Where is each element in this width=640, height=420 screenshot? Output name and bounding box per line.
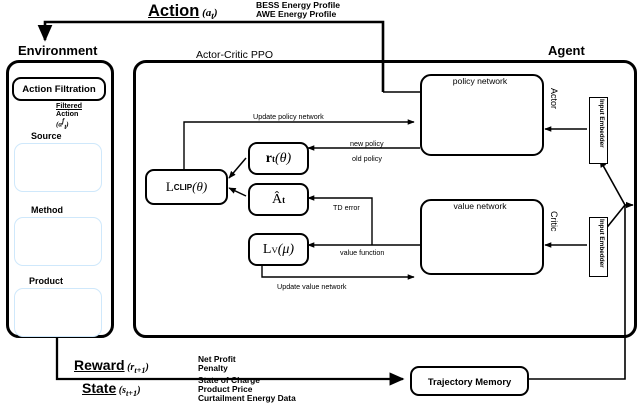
stage-card-source (14, 143, 102, 192)
edge-label-value-function: value function (340, 248, 385, 257)
reward-item: Net Profit (198, 354, 236, 364)
input-embedder-critic-box (589, 217, 608, 277)
state-items: State of Charge Product Price Curtailmen… (198, 375, 296, 404)
agent-title: Agent (548, 43, 585, 58)
reward-title: Reward (rt+1) (74, 357, 149, 375)
action-title: Action (at) (148, 2, 217, 21)
state-item: Product Price (198, 384, 253, 395)
stage-label-method: Method (31, 205, 63, 215)
reward-label: Reward (74, 357, 125, 373)
edge-label-td-error: TD error (333, 203, 360, 212)
input-embedder-actor-label: Input Embedder (598, 99, 605, 148)
value-network-label: value network (453, 201, 507, 211)
stage-card-method (14, 217, 102, 266)
stage-card-product (14, 288, 102, 337)
actor-label: Actor (549, 88, 559, 110)
critic-label: Critic (549, 211, 559, 232)
policy-network-label: policy network (452, 76, 508, 86)
state-item: Curtailment Energy Data (198, 393, 296, 404)
action-label: Action (148, 2, 200, 20)
agent-panel (133, 60, 637, 338)
action-filtration-box[interactable]: Action Filtration (12, 77, 106, 101)
trajectory-memory-box[interactable]: Trajectory Memory (410, 366, 529, 396)
reward-items: Net Profit Penalty (198, 354, 236, 374)
value-network-box (420, 199, 544, 275)
state-title: State (st+1) (82, 380, 141, 398)
action-symbol: (at) (202, 7, 218, 22)
state-item: State of Charge (198, 375, 260, 385)
stage-label-product: Product (29, 276, 64, 286)
action-items: BESS Energy Profile AWE Energy Profile (256, 0, 341, 20)
input-embedder-critic-label: Input Embedder (598, 219, 605, 268)
reward-item: Penalty (198, 363, 228, 374)
edge-label-update-policy: Update policy network (253, 112, 324, 121)
edge-label-new-policy: new policy (350, 139, 384, 148)
action-item: AWE Energy Profile (256, 9, 337, 20)
state-label: State (82, 380, 117, 396)
filtered-action-label: Filtered Action (aft) (56, 101, 82, 131)
stage-label-source: Source (31, 131, 62, 141)
edge-label-old-policy: old policy (352, 154, 382, 163)
action-item: BESS Energy Profile (256, 0, 341, 10)
policy-network-box (420, 74, 544, 156)
environment-title: Environment (18, 43, 98, 58)
ppo-framework-label: Actor-Critic PPO (196, 49, 274, 61)
input-embedder-actor-box (589, 97, 608, 164)
edge-label-update-value: Update value network (277, 282, 347, 291)
